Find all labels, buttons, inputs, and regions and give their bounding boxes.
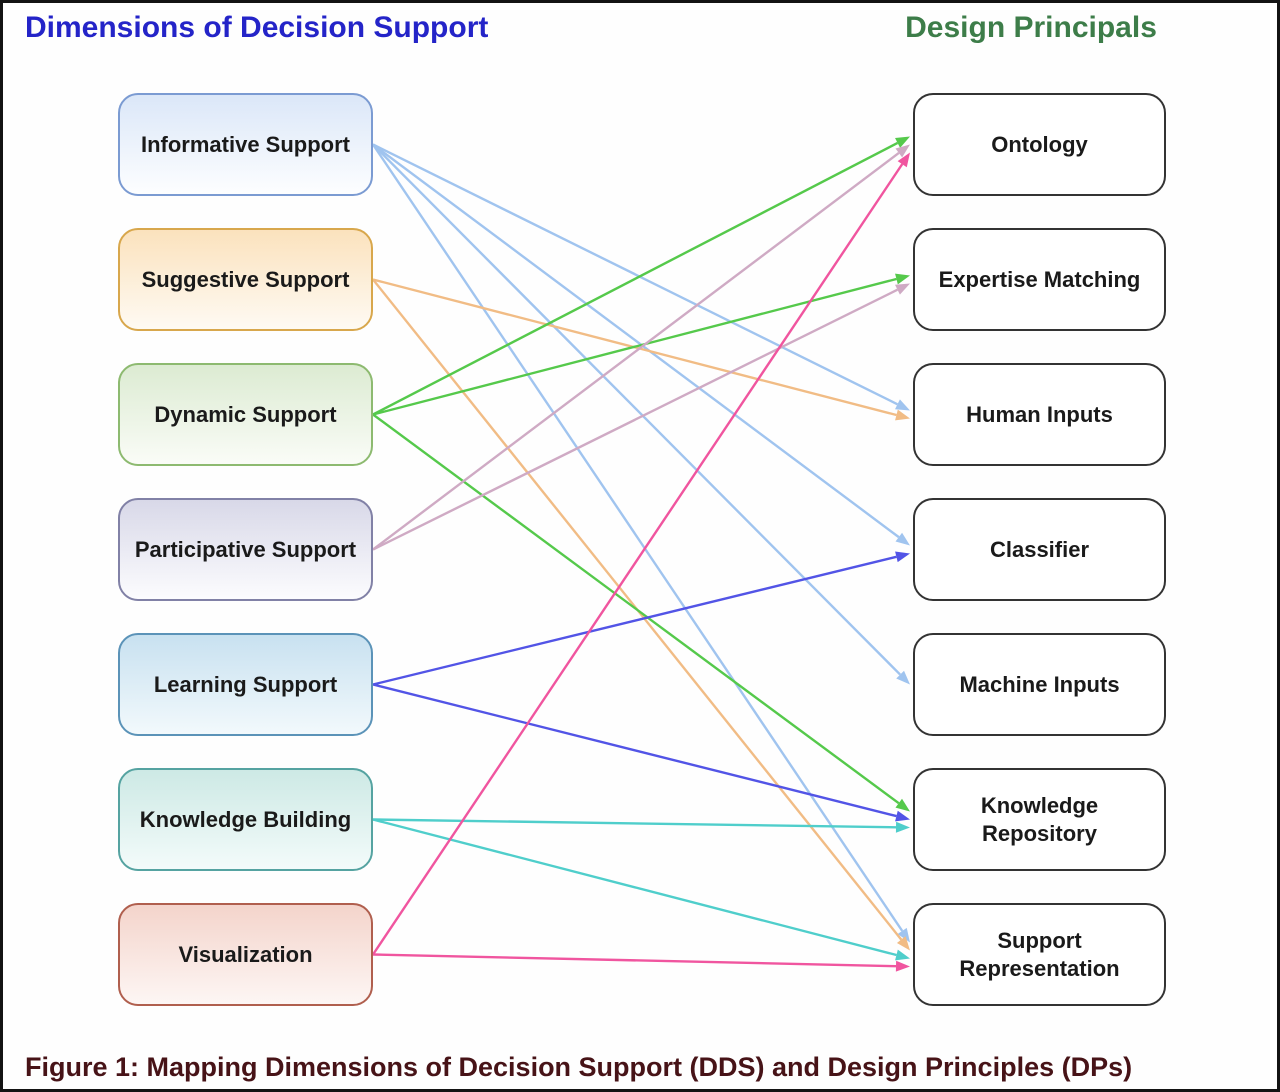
node-human_inputs: Human Inputs <box>913 363 1166 466</box>
node-label-learning: Learning Support <box>153 671 338 697</box>
arrowhead-suggestive-to-support_representation <box>896 936 910 951</box>
arrowhead-dynamic-to-expertise_matching <box>895 273 910 285</box>
figure-caption: Figure 1: Mapping Dimensions of Decision… <box>25 1052 1133 1082</box>
node-learning: Learning Support <box>118 633 373 736</box>
edge-suggestive-to-support_representation <box>372 278 903 941</box>
node-label-support_representation: Support Representation <box>959 928 1120 981</box>
node-participative: Participative Support <box>118 498 373 601</box>
edge-dynamic-to-ontology <box>372 141 899 416</box>
arrowhead-visualization-to-support_representation <box>895 960 910 972</box>
node-label-knowledge_building: Knowledge Building <box>139 806 352 832</box>
edge-visualization-to-support_representation <box>372 953 897 968</box>
arrowhead-informative-to-machine_inputs <box>896 670 910 685</box>
arrowhead-informative-to-human_inputs <box>895 399 910 411</box>
node-label-classifier: Classifier <box>989 536 1090 562</box>
right-column-title: Design Principals <box>905 11 1157 44</box>
node-label-ontology: Ontology <box>991 131 1088 157</box>
arrowhead-dynamic-to-ontology <box>895 136 910 148</box>
edge-participative-to-expertise_matching <box>372 288 898 551</box>
edge-learning-to-classifier <box>372 555 897 686</box>
node-knowledge_repository: Knowledge Repository <box>913 768 1166 871</box>
arrowhead-participative-to-ontology <box>895 144 910 158</box>
node-dynamic: Dynamic Support <box>118 363 373 466</box>
node-label-suggestive: Suggestive Support <box>141 266 350 292</box>
node-informative: Informative Support <box>118 93 373 196</box>
arrowhead-learning-to-classifier <box>895 551 910 563</box>
edge-informative-to-machine_inputs <box>372 143 901 676</box>
node-label-knowledge_repository: Knowledge Repository <box>980 793 1099 846</box>
arrowhead-knowledge_building-to-knowledge_repository <box>895 821 910 833</box>
arrowhead-knowledge_building-to-support_representation <box>895 949 910 961</box>
node-expertise_matching: Expertise Matching <box>913 228 1166 331</box>
arrowhead-learning-to-knowledge_repository <box>895 810 910 822</box>
edge-knowledge_building-to-knowledge_repository <box>372 818 897 829</box>
edge-dynamic-to-expertise_matching <box>372 277 897 416</box>
node-support_representation: Support Representation <box>913 903 1166 1006</box>
node-ontology: Ontology <box>913 93 1166 196</box>
edge-suggestive-to-human_inputs <box>372 278 897 417</box>
node-visualization: Visualization <box>118 903 373 1006</box>
node-label-machine_inputs: Machine Inputs <box>959 671 1120 697</box>
edge-knowledge_building-to-support_representation <box>372 818 897 957</box>
arrowhead-visualization-to-ontology <box>897 152 910 168</box>
node-label-informative: Informative Support <box>140 131 350 157</box>
edge-informative-to-human_inputs <box>372 143 898 406</box>
edge-dynamic-to-knowledge_repository <box>372 413 900 805</box>
node-label-dynamic: Dynamic Support <box>154 401 337 427</box>
arrowhead-dynamic-to-knowledge_repository <box>895 798 910 812</box>
node-machine_inputs: Machine Inputs <box>913 633 1166 736</box>
arrowhead-suggestive-to-human_inputs <box>895 409 910 421</box>
edge-visualization-to-ontology <box>372 163 904 956</box>
left-column-title: Dimensions of Decision Support <box>25 11 489 44</box>
arrowhead-participative-to-expertise_matching <box>895 283 910 295</box>
node-classifier: Classifier <box>913 498 1166 601</box>
arrowhead-informative-to-classifier <box>895 532 910 546</box>
node-label-expertise_matching: Expertise Matching <box>938 266 1141 292</box>
arrowhead-informative-to-support_representation <box>897 927 910 943</box>
node-label-human_inputs: Human Inputs <box>966 401 1113 427</box>
edge-participative-to-ontology <box>372 151 900 551</box>
edge-informative-to-classifier <box>372 143 900 539</box>
node-label-visualization: Visualization <box>178 941 313 967</box>
edge-informative-to-support_representation <box>372 143 904 932</box>
node-label-participative: Participative Support <box>134 536 357 562</box>
node-knowledge_building: Knowledge Building <box>118 768 373 871</box>
node-suggestive: Suggestive Support <box>118 228 373 331</box>
edge-learning-to-knowledge_repository <box>372 683 897 818</box>
